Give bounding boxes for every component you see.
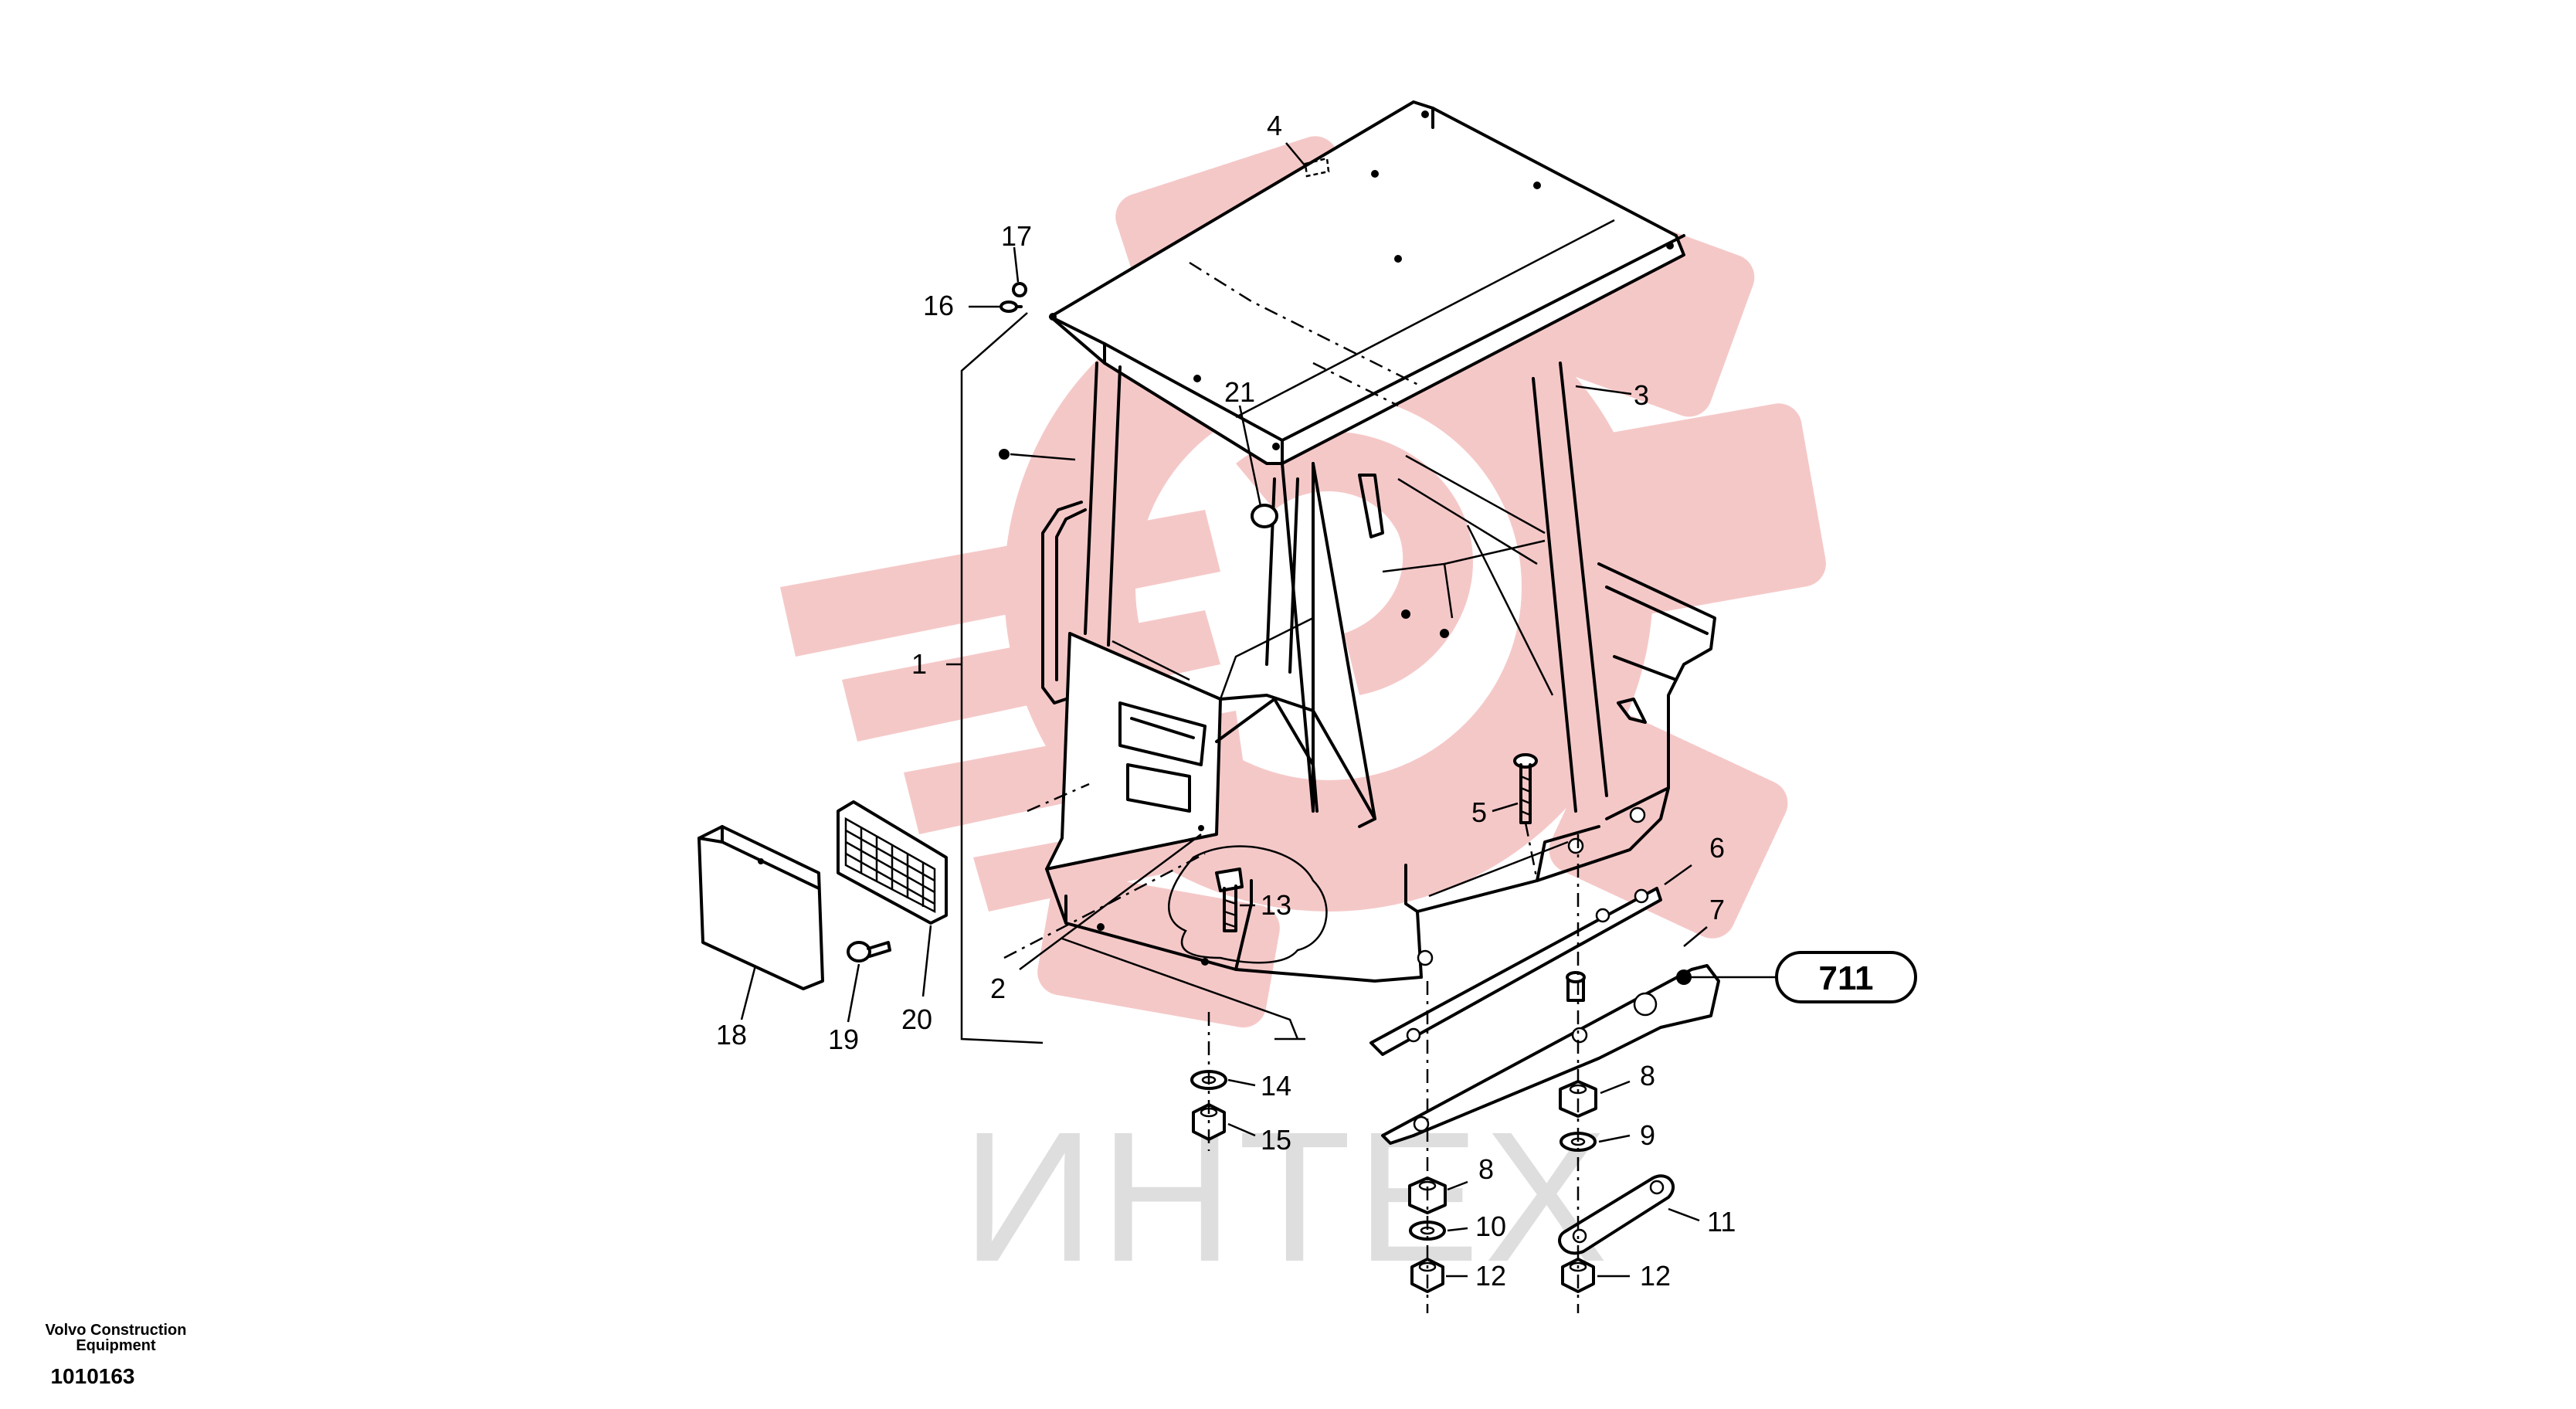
plate-part-6 <box>1369 887 1662 1056</box>
callout-13: 13 <box>1261 889 1291 921</box>
panel-part-18 <box>697 825 824 990</box>
watermark-text: ИНТЕХ <box>962 1093 1613 1300</box>
reference-label: 711 <box>1819 959 1874 997</box>
callout-20: 20 <box>901 1003 932 1035</box>
callout-3: 3 <box>1634 379 1649 411</box>
callout-17: 17 <box>1001 220 1032 252</box>
callout-labels: 1 2 3 4 5 6 7 8 8 9 10 11 12 12 13 14 15… <box>716 110 1736 1292</box>
detail-bubble-part-13 <box>1167 845 1328 964</box>
callout-18: 18 <box>716 1019 747 1051</box>
brand-line-1: Volvo Construction <box>45 1322 187 1339</box>
callout-16: 16 <box>923 290 954 321</box>
brand-line-2: Equipment <box>76 1337 156 1354</box>
assembly-centerlines <box>1003 783 1580 1313</box>
grille-part-20 <box>837 800 948 925</box>
link-part-11 <box>1558 1174 1675 1255</box>
reference-box-711[interactable]: 711 <box>1775 951 1917 1003</box>
callout-19: 19 <box>828 1024 859 1055</box>
leader-lines <box>740 142 1777 1278</box>
bolt-part-5 <box>1513 753 1538 824</box>
callout-9: 9 <box>1640 1119 1655 1151</box>
callout-8-left: 8 <box>1478 1153 1494 1185</box>
screw-part-19 <box>847 941 891 963</box>
callout-6: 6 <box>1709 832 1725 864</box>
brand-caption: Volvo Construction Equipment <box>15 1322 216 1353</box>
callout-2: 2 <box>990 973 1006 1004</box>
callout-12-right: 12 <box>1640 1260 1671 1292</box>
cab-frame <box>1041 100 1716 1041</box>
callout-12-left: 12 <box>1475 1260 1506 1292</box>
callout-1: 1 <box>911 648 927 680</box>
callout-15: 15 <box>1261 1124 1291 1156</box>
callout-11: 11 <box>1707 1206 1736 1238</box>
callout-4: 4 <box>1267 110 1282 141</box>
plug-part-17 <box>1012 282 1027 297</box>
callout-10: 10 <box>1475 1210 1506 1242</box>
plate-part-7 <box>1381 964 1720 1145</box>
callout-8-right: 8 <box>1640 1060 1655 1092</box>
callout-14: 14 <box>1261 1070 1291 1102</box>
label-part-4 <box>1304 157 1330 178</box>
callout-5: 5 <box>1471 796 1487 828</box>
callout-7: 7 <box>1709 894 1725 925</box>
cap-part-21 <box>1251 504 1278 528</box>
callout-21: 21 <box>1224 376 1255 408</box>
screw-part-16 <box>1000 300 1023 313</box>
document-number: 1010163 <box>50 1364 135 1388</box>
